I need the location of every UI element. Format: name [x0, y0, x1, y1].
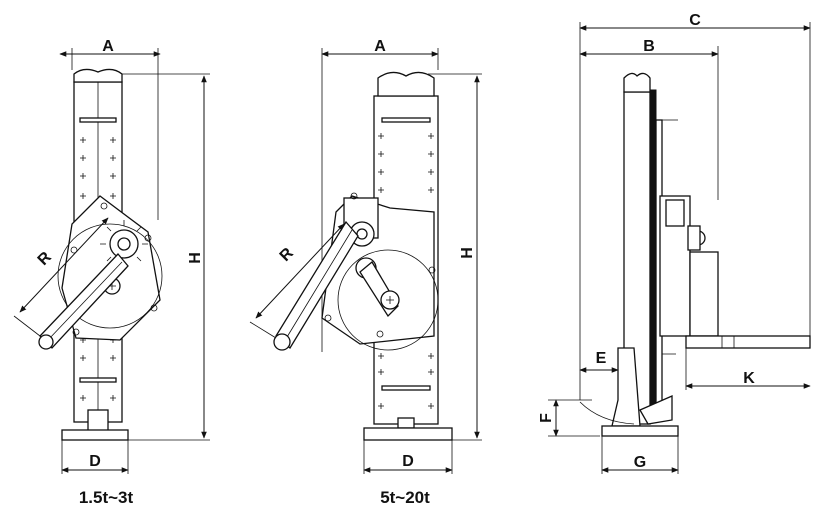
top-saddle-2: [377, 71, 435, 97]
dimension-r-line-2: [255, 223, 345, 319]
label-k: K: [743, 370, 755, 387]
caption-small-jack: 1.5t~3t: [79, 488, 134, 507]
caption-large-jack: 5t~20t: [380, 488, 430, 507]
label-h-2: H: [459, 247, 476, 259]
label-c: C: [689, 12, 701, 29]
rack-teeth: [649, 89, 657, 421]
base-plate-2: [363, 427, 453, 441]
side-saddle: [623, 72, 651, 93]
label-h: H: [187, 252, 204, 264]
dimension-r-line: [19, 217, 109, 313]
label-r: R: [35, 248, 56, 269]
label-d: D: [89, 453, 101, 470]
crank-handle: [685, 335, 811, 349]
label-a: A: [102, 38, 114, 55]
view-large-jack: A H R D 5t~20t: [249, 38, 482, 507]
label-r-2: R: [277, 244, 298, 265]
label-f: F: [538, 413, 555, 423]
label-g: G: [634, 454, 646, 471]
base-plate: [61, 429, 129, 441]
label-d-2: D: [402, 453, 414, 470]
top-saddle: [73, 68, 123, 83]
view-side: C B E F G K: [538, 12, 811, 474]
view-small-jack: A H R D 1.5t~3t: [13, 38, 210, 507]
label-b: B: [643, 38, 655, 55]
label-a-2: A: [374, 38, 386, 55]
side-base: [601, 425, 679, 437]
label-e: E: [596, 350, 607, 367]
